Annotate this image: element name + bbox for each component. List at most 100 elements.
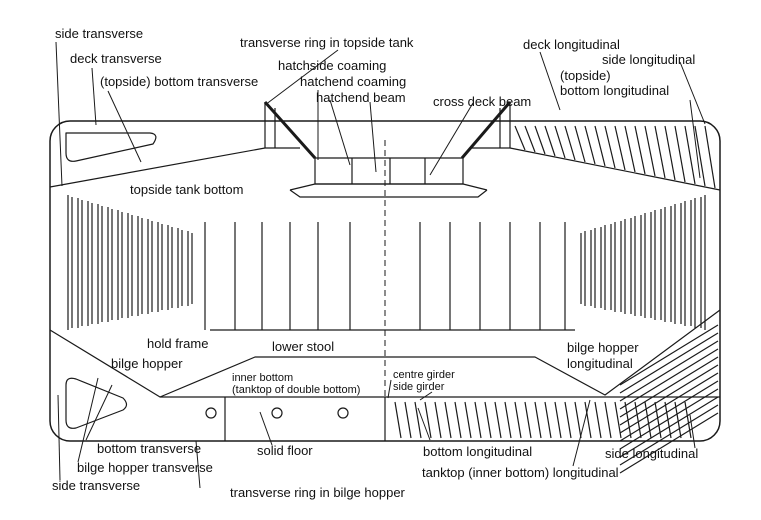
bottom-longitudinal-line xyxy=(644,401,652,439)
label-topside-tank-bottom: topside tank bottom xyxy=(130,182,244,197)
deck-longitudinal-line xyxy=(564,125,576,161)
bilge-longitudinal-line xyxy=(619,372,719,434)
deck-longitudinal-line xyxy=(674,125,686,183)
bilge-longitudinal-line xyxy=(619,404,719,466)
hatchend-beam xyxy=(289,157,488,198)
bilge-longitudinal-line xyxy=(619,396,719,458)
bottom-longitudinal-line xyxy=(464,401,472,439)
lower-hold-boundary xyxy=(49,309,721,398)
deck-longitudinal-line xyxy=(594,125,606,167)
label-hold-frame: hold frame xyxy=(147,336,209,351)
bottom-longitudinal-line xyxy=(474,401,482,439)
deck-longitudinal-line xyxy=(524,125,536,153)
label-lower-stool: lower stool xyxy=(272,339,335,354)
deck-longitudinal-line xyxy=(644,125,656,177)
bottom-longitudinal-line xyxy=(534,401,542,439)
label-centre-girder: centre girder xyxy=(393,369,455,381)
bottom-longitudinal-line xyxy=(564,401,572,439)
label-cross-deck-beam: cross deck beam xyxy=(433,94,532,109)
label-side-longitudinal-bottom: side longitudinal xyxy=(605,446,699,461)
bottom-longitudinal-line xyxy=(414,401,422,439)
label-bottom-transverse: bottom transverse xyxy=(97,441,202,456)
label-bilge-hopper-left: bilge hopper xyxy=(111,356,183,371)
bilge-longitudinal-line xyxy=(619,364,719,426)
leader-lines xyxy=(55,41,706,489)
label-topside-bottom-transverse: (topside) bottom transverse xyxy=(100,74,259,89)
label-transverse-ring-topside: transverse ring in topside tank xyxy=(240,35,414,50)
bottom-longitudinal-line xyxy=(634,401,642,439)
bottom-longitudinal-line xyxy=(574,401,582,439)
deck-longitudinal-line xyxy=(704,125,716,189)
label-bottom-longitudinal-topside: bottom longitudinal xyxy=(560,83,670,98)
deck-longitudinal-line xyxy=(534,125,546,155)
bilge-longitudinal-line xyxy=(619,340,719,402)
bottom-longitudinal-line xyxy=(424,401,432,439)
label-deck-transverse: deck transverse xyxy=(70,51,162,66)
bilge-longitudinal-line xyxy=(619,412,719,474)
bottom-longitudinal-line xyxy=(454,401,462,439)
bottom-longitudinal-line xyxy=(484,401,492,439)
bottom-longitudinal-line xyxy=(494,401,502,439)
bottom-longitudinal-line xyxy=(394,401,402,439)
label-bilge-hopper-right: bilge hopper xyxy=(567,340,639,355)
bottom-longitudinal-line xyxy=(544,401,552,439)
deck-longitudinal-line xyxy=(584,125,596,165)
label-bilge-hopper-transverse: bilge hopper transverse xyxy=(77,460,213,475)
deck-longitudinal-line xyxy=(614,125,626,171)
label-side-transverse-top: side transverse xyxy=(55,26,144,41)
topside-transverse-rings xyxy=(263,101,512,159)
bottom-longitudinal-line xyxy=(554,401,562,439)
deck-longitudinal-line xyxy=(624,125,636,173)
deck-longitudinal-line xyxy=(654,125,666,179)
label-topside-prefix: (topside) xyxy=(560,68,611,83)
label-hatchend-coaming: hatchend coaming xyxy=(300,74,407,89)
label-transverse-ring-bilge: transverse ring in bilge hopper xyxy=(230,485,405,500)
bottom-longitudinal-line xyxy=(504,401,512,439)
right-hold-frames xyxy=(580,195,706,330)
label-tanktop-longitudinal: tanktop (inner bottom) longitudinal xyxy=(422,465,619,480)
bottom-longitudinal-line xyxy=(614,401,622,439)
bottom-longitudinal-line xyxy=(604,401,612,439)
bottom-longitudinal-line xyxy=(444,401,452,439)
bilge-longitudinal-line xyxy=(619,348,719,410)
deck-longitudinal-line xyxy=(574,125,586,163)
deck-longitudinal-line xyxy=(684,125,696,185)
label-bottom-longitudinal: bottom longitudinal xyxy=(423,444,533,459)
left-hold-frames xyxy=(67,195,193,330)
deck-longitudinal-line xyxy=(634,125,646,175)
deck-longitudinal-line xyxy=(664,125,676,181)
bottom-longitudinal-line xyxy=(434,401,442,439)
bilge-longitudinal-line xyxy=(619,332,719,394)
label-inner-bottom: inner bottom xyxy=(232,372,294,384)
bilge-longitudinal-line xyxy=(619,380,719,442)
bilge-longitudinal-line xyxy=(619,356,719,418)
label-hatchside-coaming: hatchside coaming xyxy=(278,58,387,73)
label-bilge-hopper-longitudinal: longitudinal xyxy=(567,356,633,371)
deck-longitudinal-line xyxy=(554,125,566,159)
solid-floor xyxy=(205,397,386,441)
bottom-longitudinal-line xyxy=(404,401,412,439)
deck-longitudinal-line xyxy=(514,125,526,151)
bottom-longitudinal-line xyxy=(514,401,522,439)
bottom-longitudinals xyxy=(394,324,719,474)
bottom-longitudinal-line xyxy=(674,401,682,439)
left-bilge-opening xyxy=(65,377,128,429)
label-hatchend-beam: hatchend beam xyxy=(316,90,406,105)
bilge-longitudinal-line xyxy=(619,324,719,386)
label-solid-floor: solid floor xyxy=(257,443,313,458)
bottom-longitudinal-line xyxy=(524,401,532,439)
deck-longitudinal-line xyxy=(544,125,556,157)
bottom-longitudinal-line xyxy=(584,401,592,439)
stool-verticals xyxy=(204,222,566,330)
right-deck-longitudinals xyxy=(514,125,716,189)
deck-longitudinal-line xyxy=(694,125,706,187)
bottom-longitudinal-line xyxy=(594,401,602,439)
label-side-longitudinal-top: side longitudinal xyxy=(602,52,696,67)
label-side-transverse-bottom: side transverse xyxy=(52,478,141,493)
label-deck-longitudinal: deck longitudinal xyxy=(523,37,620,52)
label-tanktop-double-bottom: (tanktop of double bottom) xyxy=(232,384,361,396)
label-side-girder: side girder xyxy=(393,381,445,393)
deck-longitudinal-line xyxy=(604,125,616,169)
